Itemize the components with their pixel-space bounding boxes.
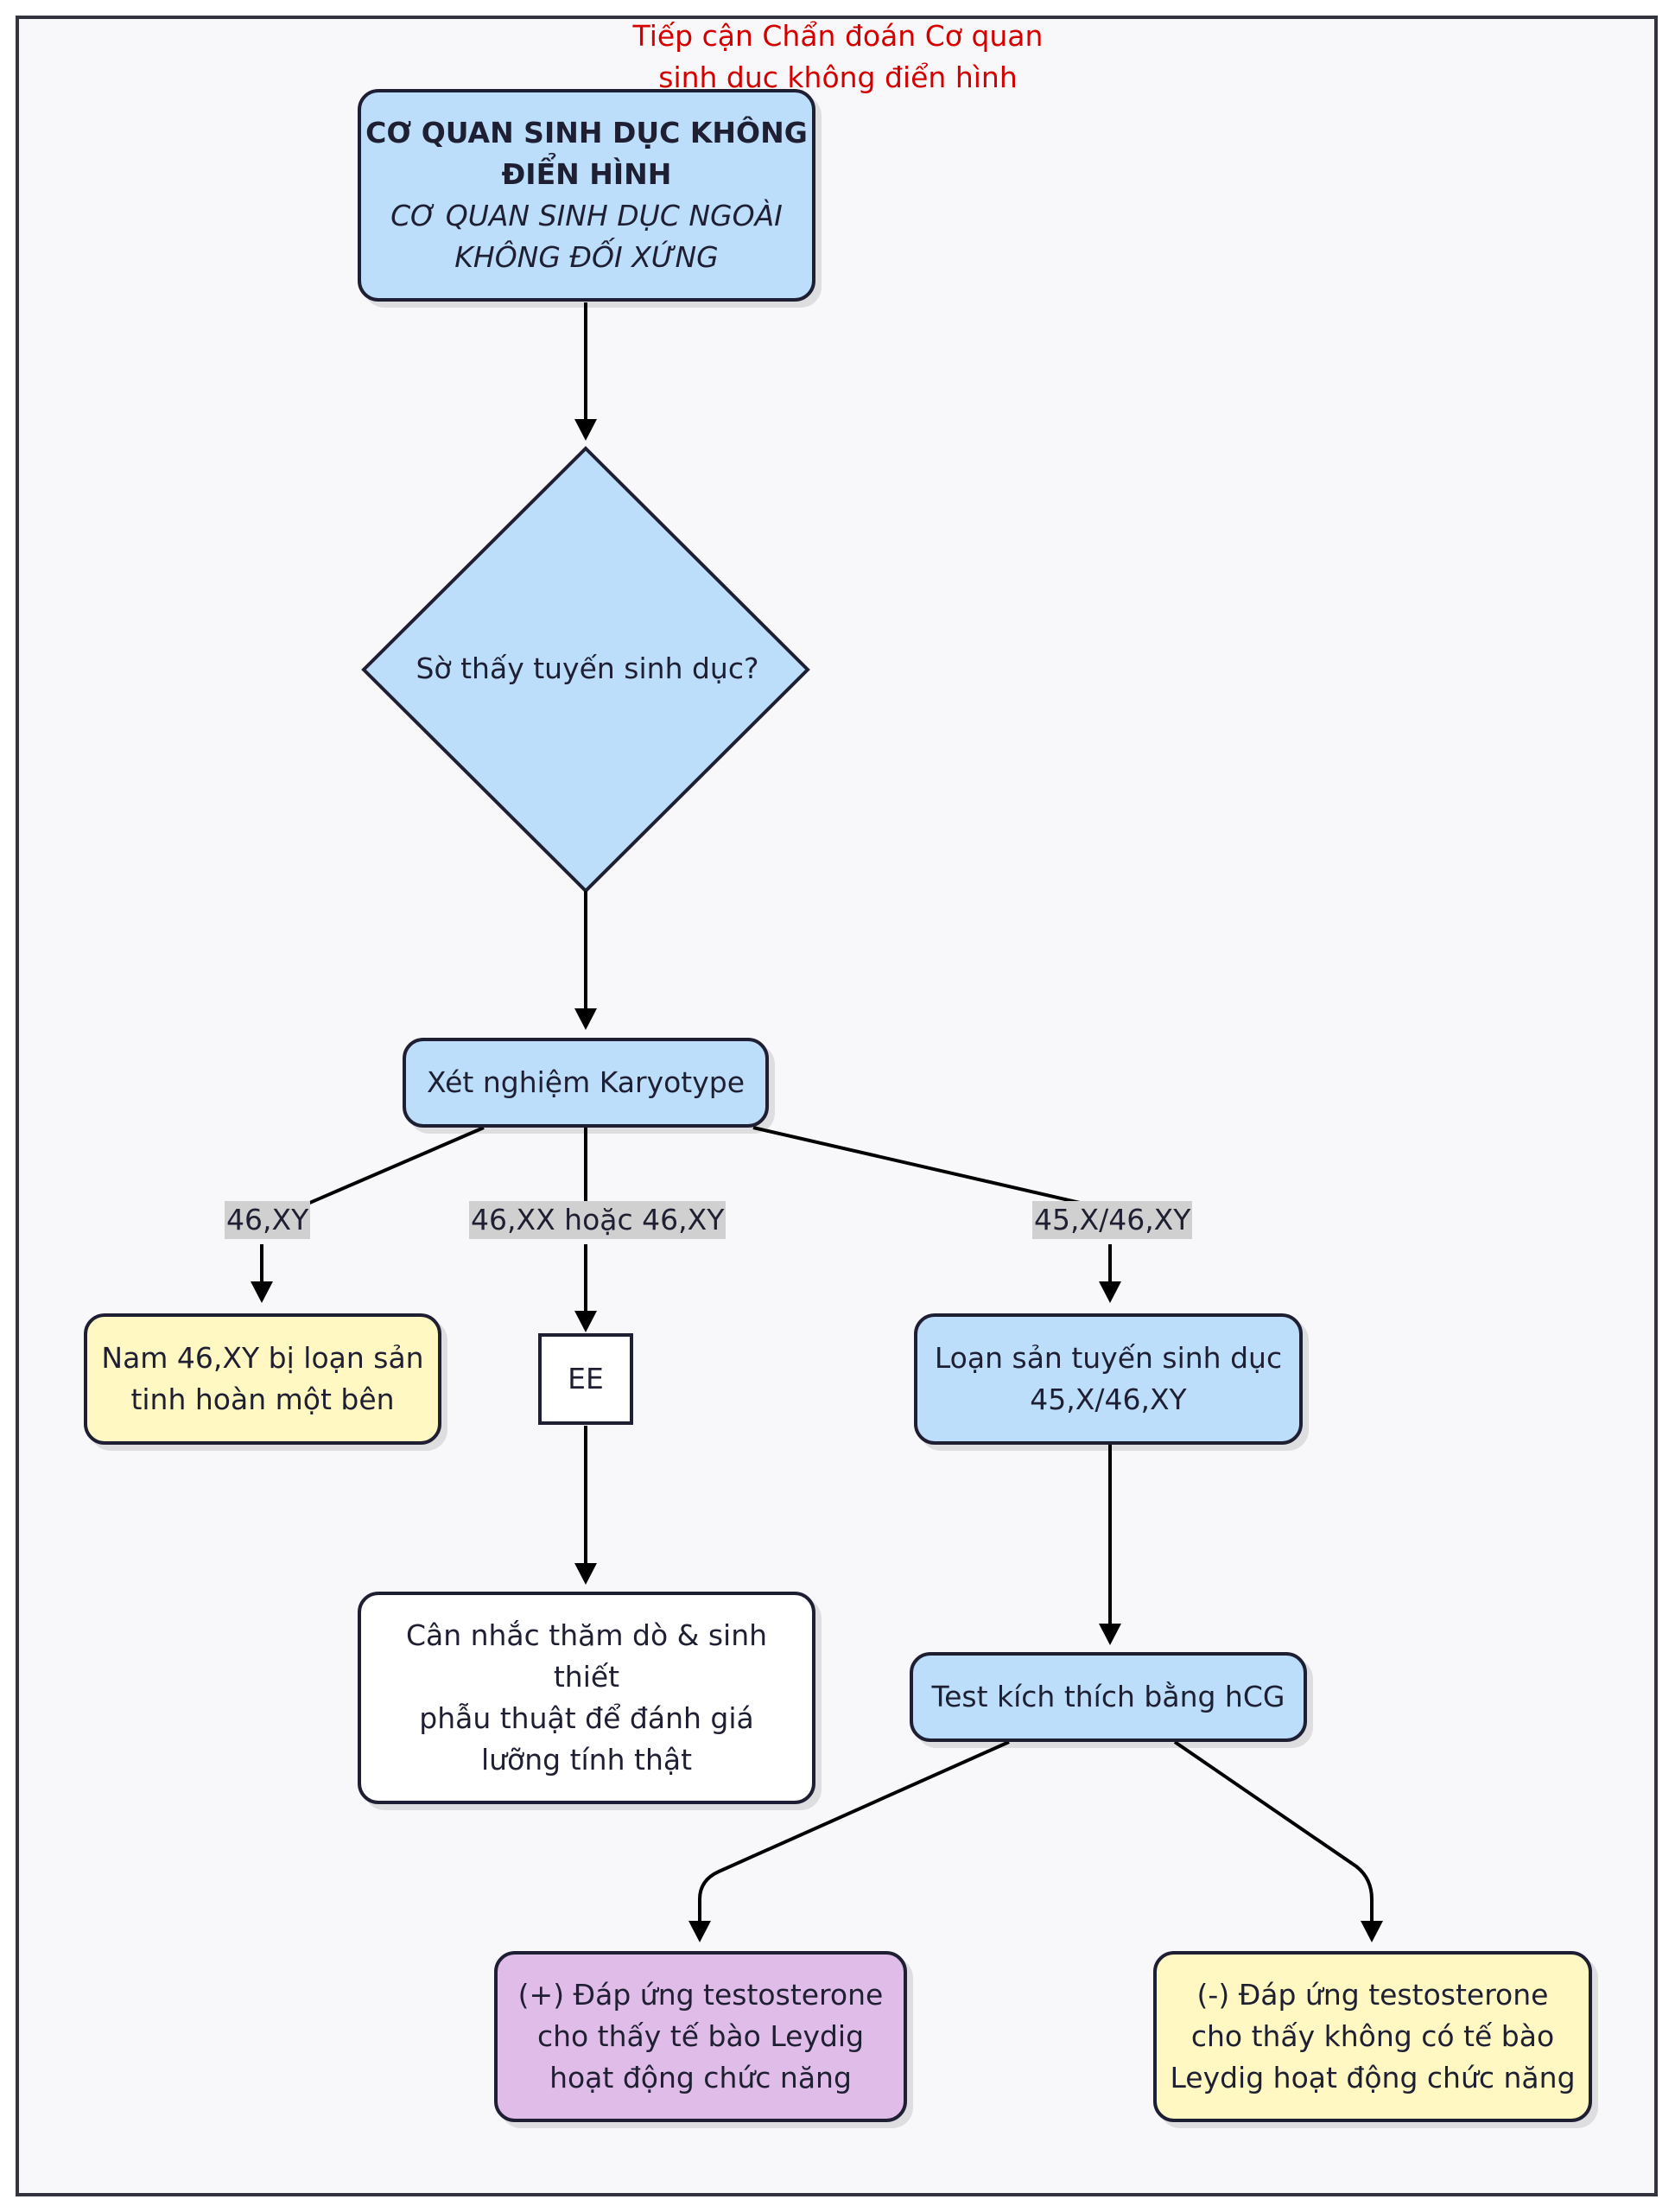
diagram-frame bbox=[16, 16, 1658, 2196]
arrowhead bbox=[574, 1008, 597, 1030]
arrowhead bbox=[1099, 1624, 1121, 1645]
node-text: Leydig hoạt động chức năng bbox=[1170, 2061, 1576, 2094]
node-atypical-genitalia: CƠ QUAN SINH DỤC KHÔNG ĐIỂN HÌNH CƠ QUAN… bbox=[358, 89, 815, 302]
node-text: Loạn sản tuyến sinh dục bbox=[934, 1341, 1283, 1375]
node-text: Cân nhắc thăm dò & sinh bbox=[405, 1618, 768, 1652]
edge-hcg-to-positive bbox=[698, 1740, 1010, 1932]
arrowhead bbox=[574, 1311, 597, 1332]
edge-label-46xx-or-46xy: 46,XX hoặc 46,XY bbox=[469, 1201, 726, 1239]
node-hcg-test: Test kích thích bằng hCG bbox=[910, 1652, 1307, 1742]
node-text: hoạt động chức năng bbox=[549, 2061, 852, 2094]
edge-hcg-to-negative bbox=[1173, 1740, 1374, 1932]
arrowhead bbox=[251, 1281, 273, 1303]
node-text: Test kích thích bằng hCG bbox=[931, 1680, 1285, 1713]
arrowhead bbox=[574, 1563, 597, 1585]
node-text: EE bbox=[568, 1362, 604, 1395]
node-text: Xét nghiệm Karyotype bbox=[426, 1065, 746, 1099]
node-text: cho thấy tế bào Leydig bbox=[536, 2019, 865, 2053]
node-karyotype: Xét nghiệm Karyotype bbox=[403, 1038, 769, 1128]
arrowhead bbox=[574, 419, 597, 441]
arrowhead bbox=[1361, 1921, 1383, 1942]
node-gonadal-dysgenesis: Loạn sản tuyến sinh dục 45,X/46,XY bbox=[914, 1313, 1303, 1445]
node-text: KHÔNG ĐỐI XỨNG bbox=[454, 240, 719, 274]
node-male-46xy-dysgenesis: Nam 46,XY bị loạn sản tinh hoàn một bên bbox=[84, 1313, 441, 1445]
node-text: tinh hoàn một bên bbox=[130, 1382, 395, 1416]
edge-label-46xy: 46,XY bbox=[225, 1201, 311, 1239]
node-text: thiết bbox=[553, 1660, 620, 1694]
node-text: (-) Đáp ứng testosterone bbox=[1196, 1978, 1549, 2012]
arrowhead bbox=[1099, 1281, 1121, 1303]
node-text: 45,X/46,XY bbox=[1030, 1382, 1187, 1416]
decision-label: Sờ thấy tuyến sinh dục? bbox=[416, 652, 759, 685]
node-surgical-exploration: Cân nhắc thăm dò & sinh thiết phẫu thuật… bbox=[358, 1592, 815, 1804]
node-text: CƠ QUAN SINH DỤC KHÔNG bbox=[365, 116, 808, 149]
node-negative-response: (-) Đáp ứng testosterone cho thấy không … bbox=[1153, 1951, 1592, 2122]
node-positive-response: (+) Đáp ứng testosterone cho thấy tế bào… bbox=[494, 1951, 907, 2122]
node-text: (+) Đáp ứng testosterone bbox=[517, 1978, 884, 2012]
node-ee: EE bbox=[538, 1333, 633, 1425]
edge-karyotype-to-dysgenesis bbox=[752, 1126, 1111, 1211]
diagram-title: Tiếp cận Chẩn đoán Cơ quan sinh dục khôn… bbox=[605, 16, 1071, 99]
title-line: Tiếp cận Chẩn đoán Cơ quan bbox=[632, 19, 1044, 53]
node-text: CƠ QUAN SINH DỤC NGOÀI bbox=[390, 199, 783, 232]
node-text: ĐIỂN HÌNH bbox=[501, 157, 672, 191]
node-text: Nam 46,XY bị loạn sản bbox=[101, 1341, 424, 1375]
arrowhead bbox=[688, 1921, 711, 1942]
edge-label-45x-46xy: 45,X/46,XY bbox=[1032, 1201, 1193, 1239]
node-text: cho thấy không có tế bào bbox=[1190, 2019, 1555, 2053]
node-text: phẫu thuật để đánh giá bbox=[419, 1701, 754, 1735]
title-line: sinh dục không điển hình bbox=[658, 60, 1018, 94]
node-text: lưỡng tính thật bbox=[480, 1743, 693, 1777]
